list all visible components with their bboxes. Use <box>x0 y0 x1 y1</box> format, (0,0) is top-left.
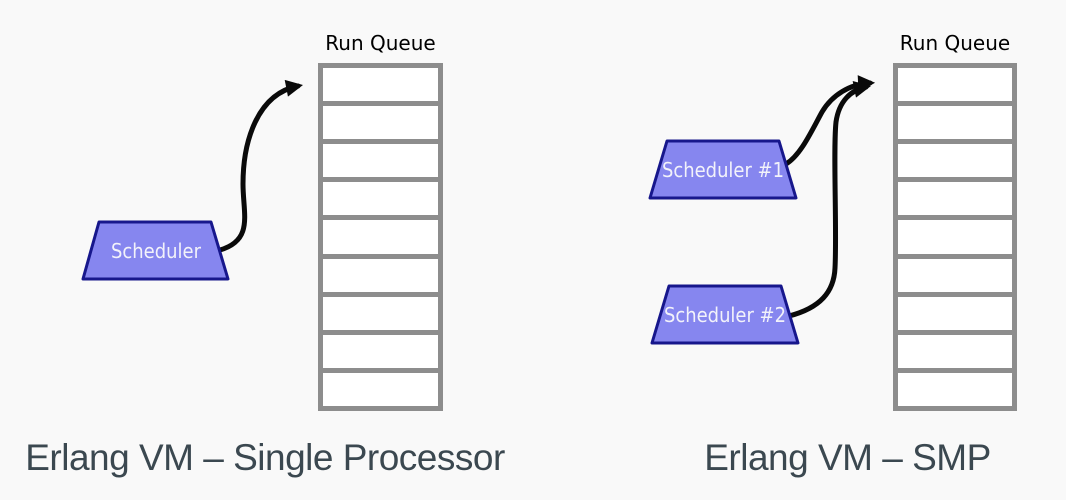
queue-cell <box>323 220 438 254</box>
run-queue-label-right: Run Queue <box>899 31 1011 55</box>
queue-cell <box>898 258 1012 292</box>
queue-cell <box>323 334 438 368</box>
queue-cell <box>323 144 438 178</box>
run-queue-right <box>893 63 1017 411</box>
queue-cell <box>323 68 438 102</box>
queue-cell <box>898 68 1012 102</box>
scheduler-shape <box>81 220 230 281</box>
caption-smp: Erlang VM – SMP <box>704 437 991 478</box>
queue-cell <box>323 182 438 216</box>
arrow-scheduler-to-runqueue <box>217 79 304 253</box>
queue-cell <box>323 106 438 140</box>
queue-cell <box>898 334 1012 368</box>
scheduler1-label: Scheduler #1 <box>662 158 784 182</box>
queue-cell <box>323 258 438 292</box>
queue-cell <box>898 296 1012 330</box>
queue-cell <box>898 182 1012 216</box>
caption-single-processor: Erlang VM – Single Processor <box>25 437 505 478</box>
run-queue-left <box>318 63 443 411</box>
run-queue-label-left: Run Queue <box>325 31 436 55</box>
scheduler2-shape <box>650 284 800 345</box>
scheduler1-shape <box>648 139 798 200</box>
queue-cell <box>323 372 438 406</box>
arrow-scheduler1-to-runqueue <box>783 75 876 167</box>
queue-cell <box>898 372 1012 406</box>
scheduler-label: Scheduler <box>111 239 202 263</box>
arrow-scheduler2-to-runqueue <box>786 81 872 319</box>
queue-cell <box>898 144 1012 178</box>
queue-cell <box>898 106 1012 140</box>
queue-cell <box>323 296 438 330</box>
queue-cell <box>898 220 1012 254</box>
scheduler2-label: Scheduler #2 <box>664 303 786 327</box>
